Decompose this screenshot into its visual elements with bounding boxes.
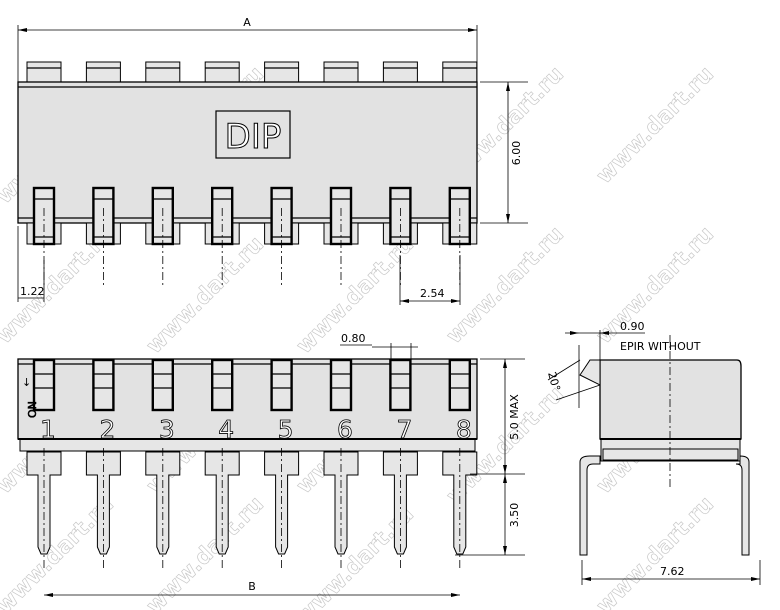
switch-slot <box>329 358 353 412</box>
switch-slot <box>270 358 293 412</box>
watermark-text: www.dart.ru <box>592 222 719 349</box>
svg-text:B: B <box>248 580 256 593</box>
side-view: 0.90 EPIR WITHOUT 20° 7.62 <box>545 320 761 585</box>
front-view: ↓ ON 1 2 3 4 5 6 7 8 <box>17 358 478 570</box>
dip-marking-box <box>215 110 291 159</box>
svg-text:2.54: 2.54 <box>420 287 445 300</box>
watermark-text: www.dart.ru <box>142 232 269 359</box>
top-tab <box>382 61 418 83</box>
dimension-actuator-offset: 0.90 <box>620 320 645 333</box>
top-tab <box>442 61 478 83</box>
dimension-a: A <box>17 16 478 82</box>
dimension-actuator-width: 0.80 <box>340 332 418 360</box>
switch-number: 8 <box>456 415 472 444</box>
on-label: ON <box>26 401 39 418</box>
top-tab <box>26 61 62 83</box>
dimension-b: B <box>44 580 460 597</box>
switch-slot <box>448 358 471 412</box>
dimension-body-width: 6.00 <box>480 81 528 224</box>
switch-slot <box>32 358 56 412</box>
dimension-body-height: 5.0 MAX <box>470 358 525 475</box>
dimension-row-spacing: 7.62 <box>660 565 685 578</box>
svg-text:A: A <box>243 16 251 29</box>
top-tab <box>323 61 359 83</box>
svg-text:3.50: 3.50 <box>508 503 521 528</box>
top-tab <box>145 61 181 83</box>
watermark-text: www.dart.ru <box>592 492 719 610</box>
top-tab <box>85 61 121 83</box>
switch-number: 2 <box>99 415 115 444</box>
dimension-pitch: 2.54 <box>399 255 461 305</box>
switch-number: 3 <box>159 415 175 444</box>
switch-slot <box>210 358 234 412</box>
switch-number: 7 <box>396 415 412 444</box>
dimension-actuator-angle: 20° <box>545 370 563 392</box>
dimension-edge-to-pin: 1.22 <box>17 226 45 302</box>
svg-text:6.00: 6.00 <box>510 141 523 166</box>
top-tab <box>264 61 300 83</box>
actuator-note: EPIR WITHOUT <box>620 340 701 353</box>
svg-text:5.0 MAX: 5.0 MAX <box>508 394 521 440</box>
svg-text:0.80: 0.80 <box>341 332 366 345</box>
switch-slot <box>151 358 175 412</box>
switch-number: 5 <box>278 415 294 444</box>
dimension-pin-length: 3.50 <box>455 474 525 556</box>
switch-number: 6 <box>337 415 353 444</box>
dip-marking-label: DIP <box>225 117 282 157</box>
switch-number: 4 <box>218 415 234 444</box>
switch-slot <box>389 358 412 412</box>
switch-slot <box>92 358 115 412</box>
switch-number: 1 <box>40 415 56 444</box>
on-direction-arrow-icon: ↓ <box>22 376 31 389</box>
svg-text:1.22: 1.22 <box>20 285 45 298</box>
top-view: DIP <box>17 61 478 288</box>
watermark-text: www.dart.ru <box>592 62 719 189</box>
top-tab <box>204 61 240 83</box>
